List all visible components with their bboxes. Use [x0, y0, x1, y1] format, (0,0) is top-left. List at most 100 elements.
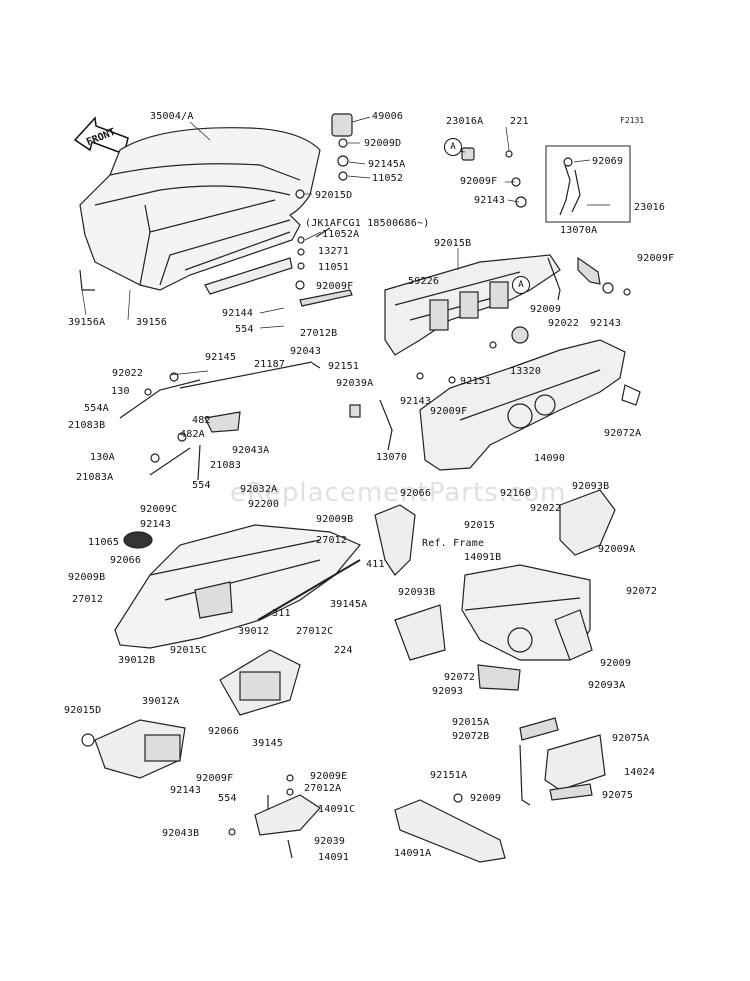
part-label[interactable]: 92143 [140, 519, 172, 530]
part-label[interactable]: 130A [90, 452, 115, 463]
part-label[interactable]: 92009C [140, 504, 178, 515]
part-label[interactable]: 11052 [372, 173, 404, 184]
part-label[interactable]: 92039A [336, 378, 374, 389]
part-label[interactable]: 130 [111, 386, 130, 397]
part-label[interactable]: 311 [272, 608, 291, 619]
part-label[interactable]: 39156A [68, 317, 106, 328]
part-label[interactable]: 92072B [452, 731, 490, 742]
part-label[interactable]: 92145 [205, 352, 237, 363]
part-label[interactable]: 13070 [376, 452, 408, 463]
part-label[interactable]: 92143 [170, 785, 202, 796]
part-label[interactable]: 92143 [474, 195, 506, 206]
part-label[interactable]: 92009F [637, 253, 675, 264]
part-label[interactable]: 39012B [118, 655, 156, 666]
part-label[interactable]: 49006 [372, 111, 404, 122]
part-label[interactable]: 92143 [400, 396, 432, 407]
part-label[interactable]: 554 [235, 324, 254, 335]
part-label[interactable]: 92144 [222, 308, 254, 319]
part-label[interactable]: 11051 [318, 262, 350, 273]
part-label[interactable]: 92022 [548, 318, 580, 329]
part-label[interactable]: 92093 [432, 686, 464, 697]
part-label[interactable]: 92093B [398, 587, 436, 598]
part-label[interactable]: 411 [366, 559, 385, 570]
part-label[interactable]: 13320 [510, 366, 542, 377]
part-label[interactable]: 21187 [254, 359, 286, 370]
part-label[interactable]: 92022 [530, 503, 562, 514]
part-label[interactable]: 27012C [296, 626, 334, 637]
part-label[interactable]: 482 [192, 415, 211, 426]
part-label[interactable]: 92160 [500, 488, 532, 499]
part-label[interactable]: 554A [84, 403, 109, 414]
part-label[interactable]: 21083A [76, 472, 114, 483]
part-label[interactable]: 14024 [624, 767, 656, 778]
part-label[interactable]: 21083 [210, 460, 242, 471]
part-label[interactable]: 92009F [196, 773, 234, 784]
part-label[interactable]: 92009F [316, 281, 354, 292]
part-label[interactable]: 92151A [430, 770, 468, 781]
part-label[interactable]: 39156 [136, 317, 168, 328]
part-label[interactable]: 14091B [464, 552, 502, 563]
part-label[interactable]: 92075A [612, 733, 650, 744]
part-label[interactable]: 92151 [328, 361, 360, 372]
part-label[interactable]: 59226 [408, 276, 440, 287]
part-label[interactable]: 11052A [322, 229, 360, 240]
part-label[interactable]: 92151 [460, 376, 492, 387]
part-label[interactable]: 92015 [464, 520, 496, 531]
part-label[interactable]: 554 [192, 480, 211, 491]
part-label[interactable]: 92009B [68, 572, 106, 583]
part-label[interactable]: 27012 [316, 535, 348, 546]
part-label[interactable]: 92066 [110, 555, 142, 566]
part-label[interactable]: 92043 [290, 346, 322, 357]
part-label[interactable]: 14091C [318, 804, 356, 815]
part-label[interactable]: 92032A [240, 484, 278, 495]
part-label[interactable]: 39012 [238, 626, 270, 637]
part-label[interactable]: 92009E [310, 771, 348, 782]
part-label[interactable]: 23016 [634, 202, 666, 213]
part-label[interactable]: 92009B [316, 514, 354, 525]
part-label[interactable]: 39145A [330, 599, 368, 610]
part-label[interactable]: 92069 [592, 156, 624, 167]
part-label[interactable]: 92015D [315, 190, 353, 201]
part-label[interactable]: 21083B [68, 420, 106, 431]
part-label[interactable]: 92093A [588, 680, 626, 691]
part-label[interactable]: 92066 [208, 726, 240, 737]
part-label[interactable]: 92066 [400, 488, 432, 499]
part-label[interactable]: 35004/A [150, 111, 194, 122]
part-label[interactable]: 39012A [142, 696, 180, 707]
part-label[interactable]: 23016A [446, 116, 484, 127]
part-label[interactable]: 27012B [300, 328, 338, 339]
part-label[interactable]: 11065 [88, 537, 120, 548]
part-label[interactable]: 92043B [162, 828, 200, 839]
part-label[interactable]: 92200 [248, 499, 280, 510]
part-label[interactable]: 92009F [460, 176, 498, 187]
part-label[interactable]: 92093B [572, 481, 610, 492]
part-label[interactable]: 92043A [232, 445, 270, 456]
part-label[interactable]: 92009 [600, 658, 632, 669]
part-label[interactable]: 554 [218, 793, 237, 804]
part-label[interactable]: 92009A [598, 544, 636, 555]
part-label[interactable]: 92143 [590, 318, 622, 329]
part-label[interactable]: 92015A [452, 717, 490, 728]
part-label[interactable]: 92015D [64, 705, 102, 716]
part-label[interactable]: 27012 [72, 594, 104, 605]
part-label[interactable]: 13070A [560, 225, 598, 236]
part-label[interactable]: 14090 [534, 453, 566, 464]
part-label[interactable]: 92009F [430, 406, 468, 417]
part-label[interactable]: 224 [334, 645, 353, 656]
part-label[interactable]: 92009 [530, 304, 562, 315]
part-label[interactable]: 92072A [604, 428, 642, 439]
part-label[interactable]: 92072 [626, 586, 658, 597]
part-label[interactable]: 92039 [314, 836, 346, 847]
part-label[interactable]: 13271 [318, 246, 350, 257]
part-label[interactable]: 92022 [112, 368, 144, 379]
part-label[interactable]: 482A [180, 429, 205, 440]
part-label[interactable]: 92075 [602, 790, 634, 801]
part-label[interactable]: 92145A [368, 159, 406, 170]
part-label[interactable]: 92009 [470, 793, 502, 804]
part-label[interactable]: 14091A [394, 848, 432, 859]
part-label[interactable]: 92015B [434, 238, 472, 249]
part-label[interactable]: 221 [510, 116, 529, 127]
part-label[interactable]: 92009D [364, 138, 402, 149]
part-label[interactable]: 27012A [304, 783, 342, 794]
part-label[interactable]: 92015C [170, 645, 208, 656]
